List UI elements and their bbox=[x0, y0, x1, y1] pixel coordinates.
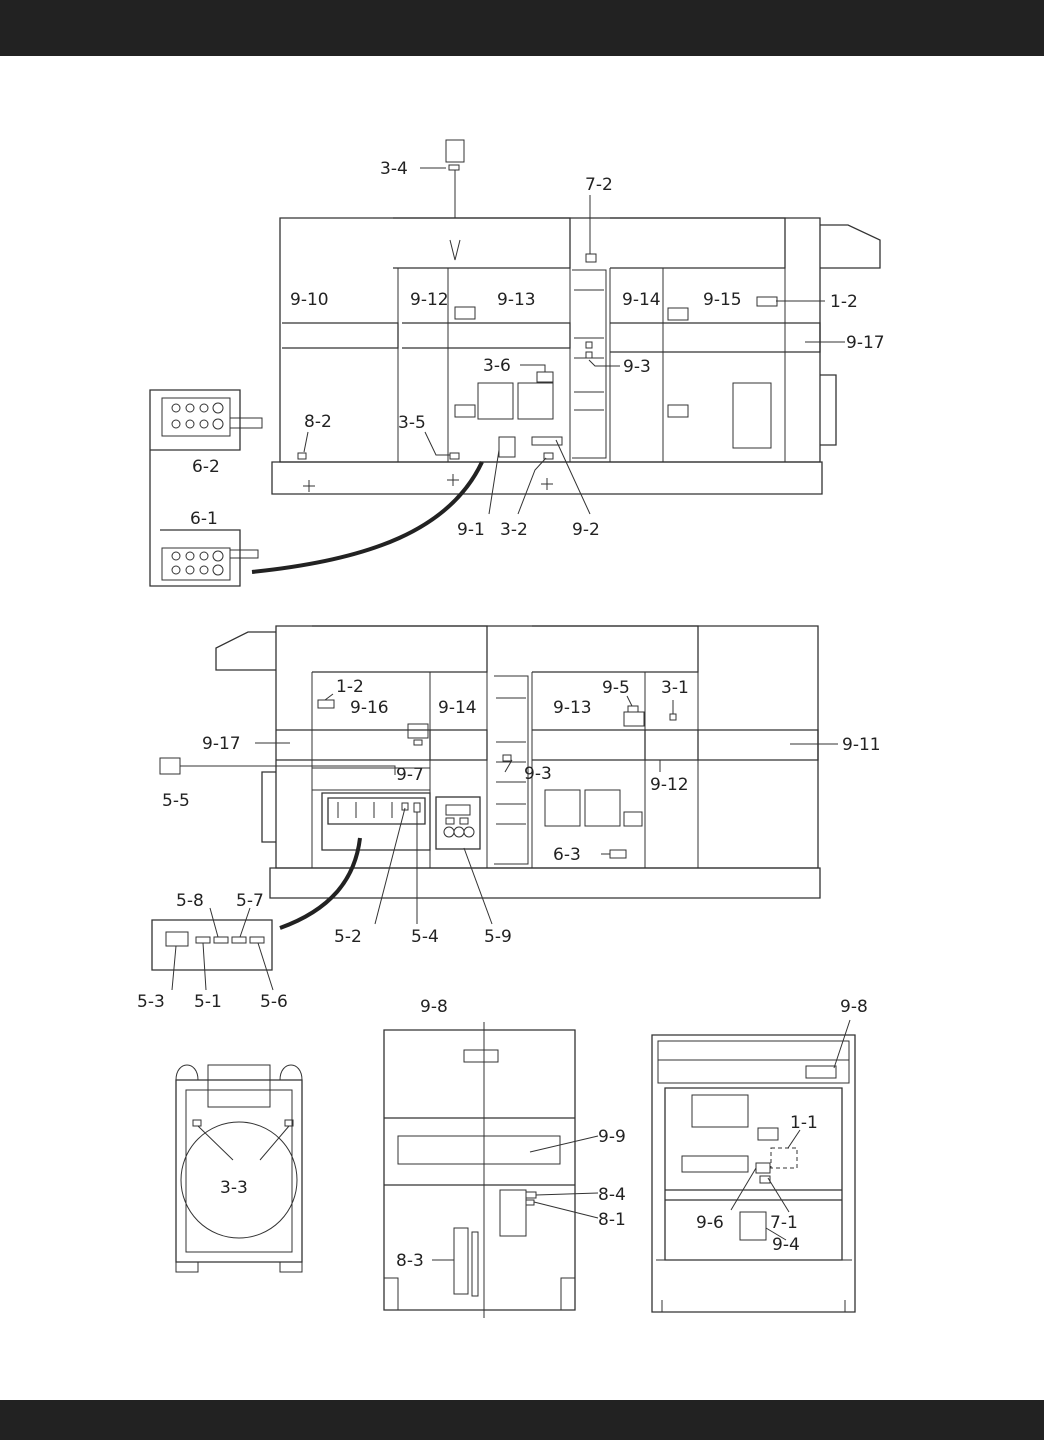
label-m-9-13: 9-13 bbox=[553, 698, 592, 718]
label-9-14: 9-14 bbox=[622, 290, 661, 310]
label-m-3-1: 3-1 bbox=[661, 678, 689, 698]
label-9-10: 9-10 bbox=[290, 290, 329, 310]
label-m-9-3: 9-3 bbox=[524, 764, 552, 784]
header-bar bbox=[0, 0, 1044, 56]
label-9-12: 9-12 bbox=[410, 290, 449, 310]
label-m-5-4: 5-4 bbox=[411, 927, 439, 947]
footer-bar bbox=[0, 1400, 1044, 1440]
label-3-4: 3-4 bbox=[380, 159, 408, 179]
end-view bbox=[651, 1019, 856, 1313]
label-m-9-7: 9-7 bbox=[396, 765, 424, 785]
label-b-8-3: 8-3 bbox=[396, 1251, 424, 1271]
label-b-9-8-end: 9-8 bbox=[840, 997, 868, 1017]
label-b-8-4: 8-4 bbox=[598, 1185, 626, 1205]
label-b-9-9: 9-9 bbox=[598, 1127, 626, 1147]
label-6-2: 6-2 bbox=[192, 457, 220, 477]
label-b-7-1: 7-1 bbox=[770, 1213, 798, 1233]
label-b-9-4: 9-4 bbox=[772, 1235, 800, 1255]
label-3-2: 3-2 bbox=[500, 520, 528, 540]
label-m-9-11: 9-11 bbox=[842, 735, 881, 755]
label-m-5-7: 5-7 bbox=[236, 891, 264, 911]
label-8-2: 8-2 bbox=[304, 412, 332, 432]
rear-view bbox=[175, 1064, 303, 1273]
label-m-5-3: 5-3 bbox=[137, 992, 165, 1012]
label-m-5-8: 5-8 bbox=[176, 891, 204, 911]
label-b-3-3: 3-3 bbox=[220, 1178, 248, 1198]
label-6-1: 6-1 bbox=[190, 509, 218, 529]
label-m-5-1: 5-1 bbox=[194, 992, 222, 1012]
label-7-2: 7-2 bbox=[585, 175, 613, 195]
label-m-9-16: 9-16 bbox=[350, 698, 389, 718]
label-m-5-6: 5-6 bbox=[260, 992, 288, 1012]
label-3-5: 3-5 bbox=[398, 413, 426, 433]
label-m-9-12: 9-12 bbox=[650, 775, 689, 795]
label-9-1: 9-1 bbox=[457, 520, 485, 540]
label-b-8-1: 8-1 bbox=[598, 1210, 626, 1230]
label-m-6-3: 6-3 bbox=[553, 845, 581, 865]
front-view bbox=[383, 1022, 599, 1318]
callout-labels: 3-4 7-2 9-10 9-12 9-13 9-14 9-15 1-2 9-1… bbox=[137, 159, 885, 1271]
label-b-1-1: 1-1 bbox=[790, 1113, 818, 1133]
label-m-9-14: 9-14 bbox=[438, 698, 477, 718]
label-m-9-5: 9-5 bbox=[602, 678, 630, 698]
label-m-5-2: 5-2 bbox=[334, 927, 362, 947]
label-1-2: 1-2 bbox=[830, 292, 858, 312]
label-9-17: 9-17 bbox=[846, 333, 885, 353]
label-m-9-17: 9-17 bbox=[202, 734, 241, 754]
label-9-3: 9-3 bbox=[623, 357, 651, 377]
label-3-6: 3-6 bbox=[483, 356, 511, 376]
label-b-9-6: 9-6 bbox=[696, 1213, 724, 1233]
side-view-middle bbox=[151, 625, 838, 991]
label-9-2: 9-2 bbox=[572, 520, 600, 540]
label-b-9-8-front: 9-8 bbox=[420, 997, 448, 1017]
label-m-5-9: 5-9 bbox=[484, 927, 512, 947]
label-9-15: 9-15 bbox=[703, 290, 742, 310]
label-9-13: 9-13 bbox=[497, 290, 536, 310]
label-m-1-2: 1-2 bbox=[336, 677, 364, 697]
side-view-top bbox=[149, 139, 881, 587]
label-m-5-5: 5-5 bbox=[162, 791, 190, 811]
